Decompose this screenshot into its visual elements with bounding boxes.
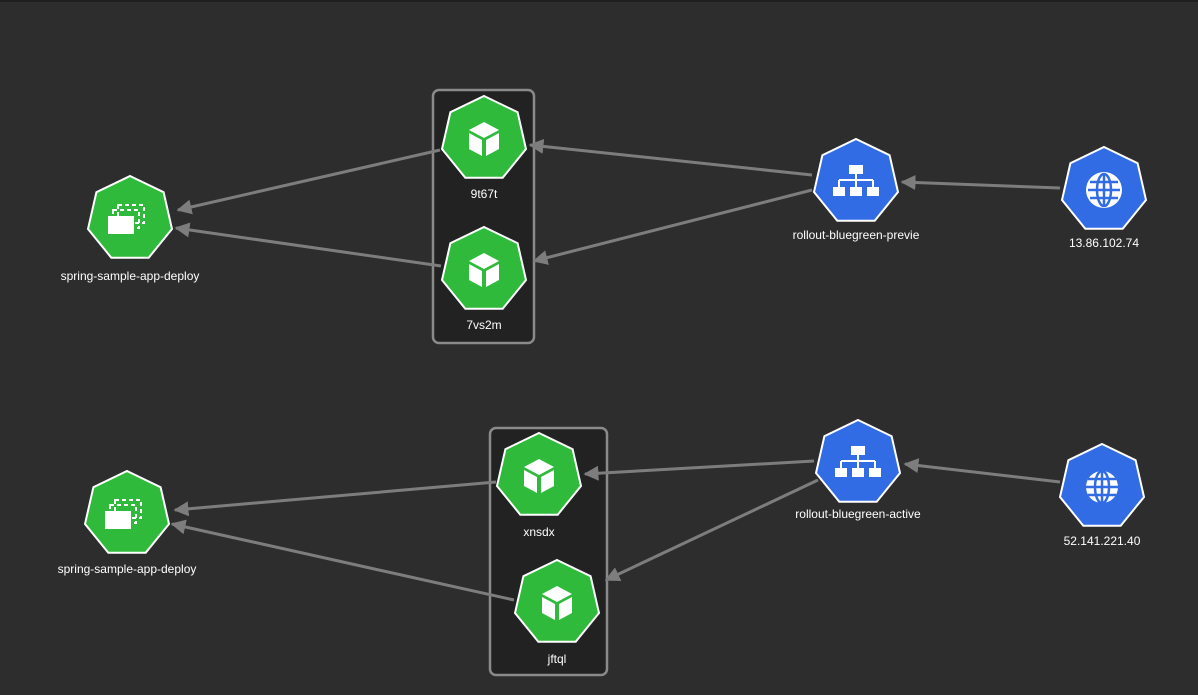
globe-icon xyxy=(1086,469,1118,505)
ingress-node-2[interactable] xyxy=(1059,443,1145,527)
pod-label-7vs2m: 7vs2m xyxy=(466,318,501,332)
deployment-label-1: spring-sample-app-deploy xyxy=(61,269,200,283)
service-node-2[interactable] xyxy=(815,419,901,503)
service-label-2: rollout-bluegreen-active xyxy=(795,507,921,521)
pod-node-9t67t[interactable] xyxy=(441,95,527,179)
deployment-label-2: spring-sample-app-deploy xyxy=(58,562,197,576)
globe-icon xyxy=(1086,172,1122,208)
edge-service-to-pod-xnsdx xyxy=(583,459,815,481)
edge-pod-9t67t-to-deploy xyxy=(176,148,441,215)
edge-service-to-pod-9t67t xyxy=(528,138,813,177)
service-icon xyxy=(835,446,881,477)
pod-icon xyxy=(469,253,499,287)
pod-label-9t67t: 9t67t xyxy=(471,187,498,201)
service-label-1: rollout-bluegreen-previe xyxy=(793,228,920,242)
service-icon xyxy=(833,165,879,196)
pod-node-xnsdx[interactable] xyxy=(496,432,582,516)
edge-pod-xnsdx-to-deploy xyxy=(173,480,497,517)
ingress-node-1[interactable] xyxy=(1061,146,1147,230)
pod-label-jftql: jftql xyxy=(547,652,567,666)
deployment-node-1[interactable] xyxy=(87,175,173,259)
deployment-icon xyxy=(105,499,142,529)
deployment-icon xyxy=(108,204,145,234)
pod-icon xyxy=(524,459,554,493)
edge-pod-jftql-to-deploy xyxy=(170,519,515,602)
ingress-label-1: 13.86.102.74 xyxy=(1069,236,1139,250)
pod-label-xnsdx: xnsdx xyxy=(523,525,554,539)
deployment-node-2[interactable] xyxy=(84,470,170,554)
pod-icon xyxy=(469,122,499,156)
pod-node-jftql[interactable] xyxy=(514,559,600,643)
ingress-label-2: 52.141.221.40 xyxy=(1064,534,1141,548)
edge-pod-7vs2m-to-deploy xyxy=(174,222,442,268)
edge-service-to-pod-7vs2m xyxy=(532,188,813,265)
pod-node-7vs2m[interactable] xyxy=(441,226,527,310)
edge-service-to-pod-jftql xyxy=(604,478,819,582)
edge-ingress-to-service-1 xyxy=(900,175,1061,191)
pod-icon xyxy=(542,586,572,620)
edge-ingress-to-service-2 xyxy=(903,458,1061,484)
service-node-1[interactable] xyxy=(813,138,899,222)
